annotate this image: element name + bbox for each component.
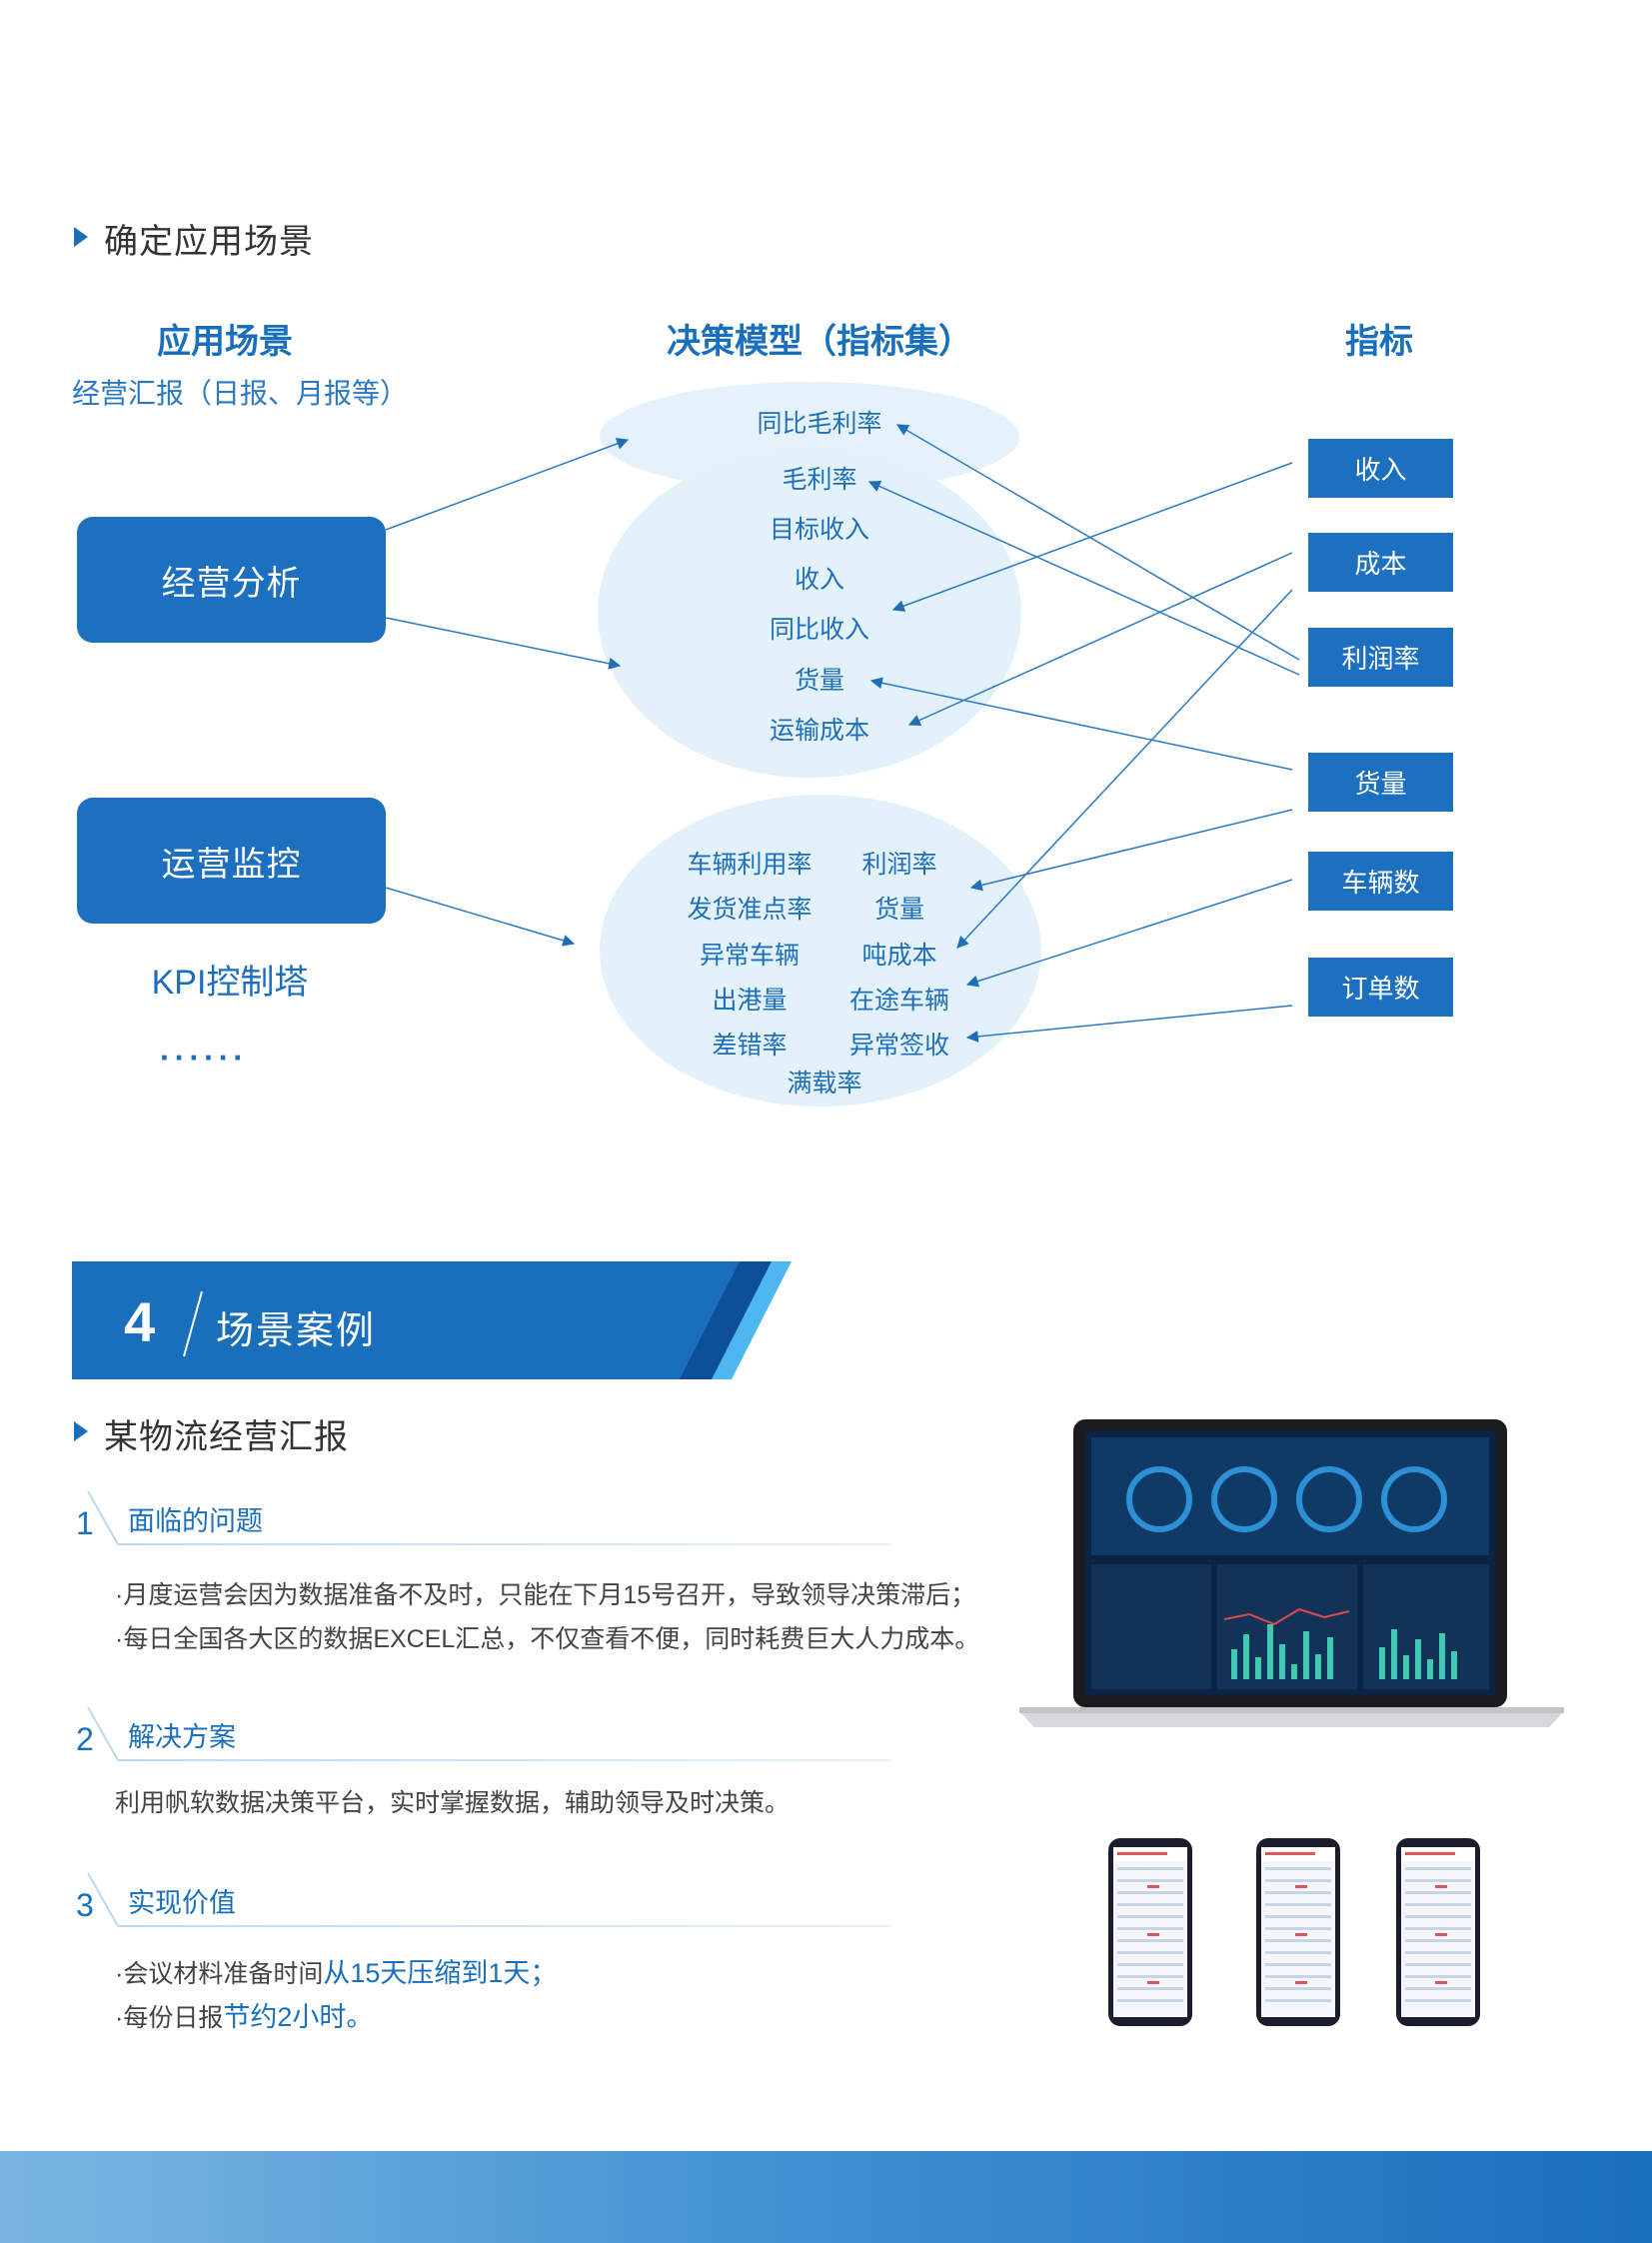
phone-report-image: [1108, 1838, 1192, 2026]
item-title-solution: 解决方案: [128, 1722, 236, 1752]
col-title-model: 决策模型（指标集）: [667, 323, 972, 361]
scene-subtitle: 经营汇报（日报、月报等）: [72, 378, 409, 409]
problem-line: ·月度运营会因为数据准备不及时，只能在下月15号召开，导致领导决策滞后；: [115, 1581, 976, 1609]
problem-line: ·每日全国各大区的数据EXCEL汇总，不仅查看不便，同时耗费巨大人力成本。: [115, 1625, 980, 1653]
model-item: 在途车辆: [848, 987, 949, 1015]
col-title-scene: 应用场景: [157, 323, 293, 361]
value-line-2-highlight: 节约2小时。: [223, 2002, 374, 2032]
section-title: 场景案例: [216, 1310, 377, 1352]
value-line-2: ·每份日报节约2小时。: [115, 1995, 373, 2034]
model-item: 车辆利用率: [687, 851, 813, 879]
item-title-value: 实现价值: [128, 1888, 236, 1918]
model-item: 利润率: [861, 851, 937, 879]
connector-arrows: [385, 424, 1300, 1043]
model-item: 出港量: [712, 987, 788, 1015]
model-item: 吨成本: [861, 942, 937, 970]
item-number: 2: [76, 1721, 94, 1757]
indicator-box-orders: 订单数: [1308, 958, 1453, 1017]
item-underline: [118, 1925, 891, 1927]
laptop-dashboard-image: [1019, 1419, 1564, 1727]
model-item: 运输成本: [769, 717, 869, 745]
model-item: 货量: [794, 667, 844, 695]
item-corner-decor: [87, 1706, 118, 1761]
footer-bar: [0, 2151, 1652, 2243]
model-item: 异常签收: [848, 1032, 949, 1060]
value-line-1-text: ·会议材料准备时间: [115, 1960, 324, 1988]
indicator-box-volume: 货量: [1308, 753, 1453, 812]
solution-line: 利用帆软数据决策平台，实时掌握数据，辅助领导及时决策。: [115, 1789, 791, 1817]
section-heading: 确定应用场景: [104, 223, 314, 261]
col-title-indicator: 指标: [1345, 323, 1413, 361]
item-underline: [118, 1759, 891, 1761]
phone-report-image: [1396, 1838, 1480, 2026]
indicator-box-revenue: 收入: [1308, 439, 1453, 498]
model-item: 收入: [794, 566, 844, 594]
scene-box-business-analysis: 经营分析: [77, 517, 386, 643]
item-number: 1: [76, 1505, 94, 1541]
item-title-problem: 面临的问题: [128, 1506, 263, 1536]
phone-report-image: [1256, 1838, 1340, 2026]
model-item: 同比收入: [769, 616, 869, 644]
section-number: 4: [124, 1290, 156, 1353]
model-item: 毛利率: [782, 466, 857, 494]
kpi-tower-label: KPI控制塔: [151, 964, 309, 1002]
model-item: 目标收入: [769, 516, 869, 544]
item-corner-decor: [87, 1490, 118, 1545]
value-line-1: ·会议材料准备时间从15天压缩到1天；: [115, 1951, 557, 1990]
ellipsis-dots: ······: [160, 1040, 248, 1076]
model-group-1-ellipse: [598, 448, 1021, 778]
model-item: 满载率: [787, 1070, 862, 1098]
model-item-yoy-gross-margin: 同比毛利率: [757, 410, 882, 438]
item-number: 3: [76, 1887, 94, 1923]
model-item: 异常车辆: [699, 942, 800, 970]
value-line-2-text: ·每份日报: [115, 2004, 224, 2032]
item-underline: [118, 1543, 891, 1545]
model-group-2-ellipse: [600, 795, 1041, 1107]
bullet-triangle-icon: [74, 227, 88, 247]
model-item: 差错率: [712, 1032, 788, 1060]
bullet-triangle-icon: [74, 1421, 88, 1441]
case-heading: 某物流经营汇报: [104, 1418, 349, 1456]
indicator-box-cost: 成本: [1308, 533, 1453, 592]
model-item: 发货准点率: [687, 896, 813, 924]
indicator-box-profit-rate: 利润率: [1308, 628, 1453, 687]
value-line-1-highlight: 从15天压缩到1天；: [323, 1958, 558, 1988]
scene-box-operation-monitor: 运营监控: [77, 798, 386, 924]
item-corner-decor: [87, 1872, 118, 1927]
model-item: 货量: [873, 896, 924, 924]
section-banner: [72, 1261, 792, 1379]
indicator-box-vehicles: 车辆数: [1308, 852, 1453, 911]
